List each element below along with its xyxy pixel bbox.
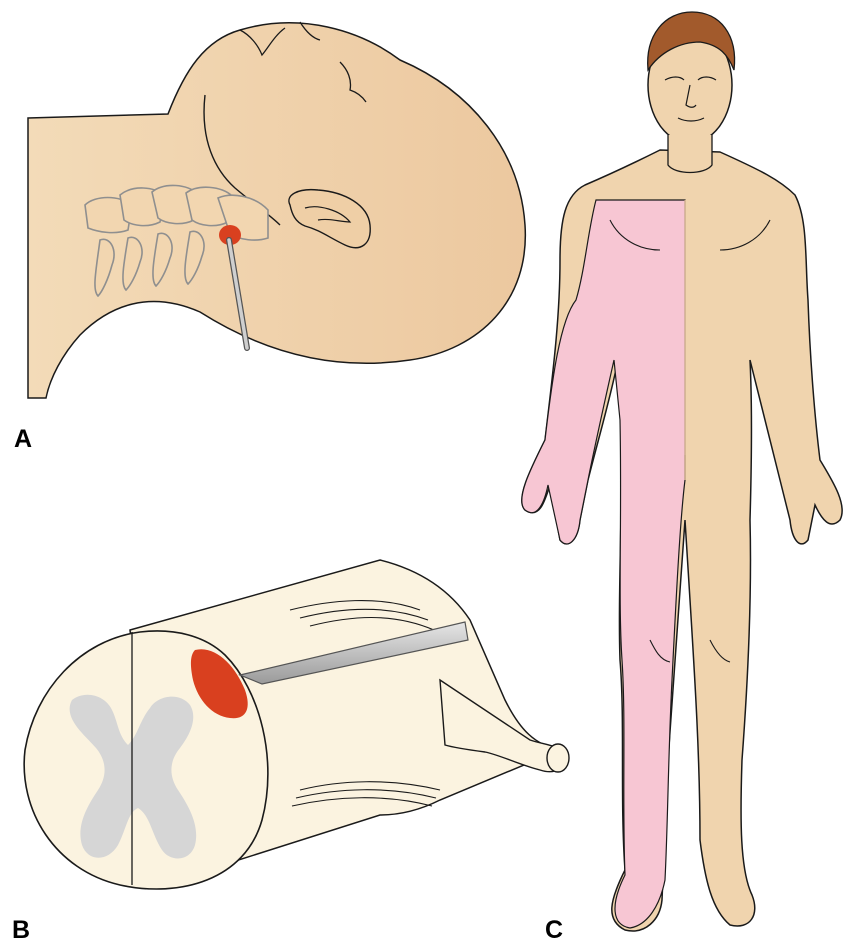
face-profile: [239, 21, 367, 103]
panel-a-illustration: [27, 21, 527, 399]
face-features: [664, 76, 717, 122]
needle-b: [238, 621, 469, 685]
nerve-root-end: [546, 743, 570, 773]
ear-inner: [304, 206, 352, 223]
neck-c: [667, 135, 713, 174]
panel-b-illustration: [23, 559, 570, 890]
lesion-cord: [190, 649, 248, 719]
grey-matter: [69, 694, 197, 859]
panel-label-c: C: [545, 916, 563, 944]
hair-c: [647, 11, 736, 72]
panel-label-b: B: [12, 916, 30, 944]
ear: [288, 188, 371, 249]
cord-fibres: [289, 600, 441, 807]
lesion-spot-neck: [219, 225, 241, 245]
affected-region: [521, 199, 686, 929]
head-and-neck: [27, 22, 527, 399]
panel-c-illustration: [521, 11, 843, 932]
panel-label-a: A: [14, 425, 32, 453]
needle-a-shaft: [227, 238, 249, 350]
